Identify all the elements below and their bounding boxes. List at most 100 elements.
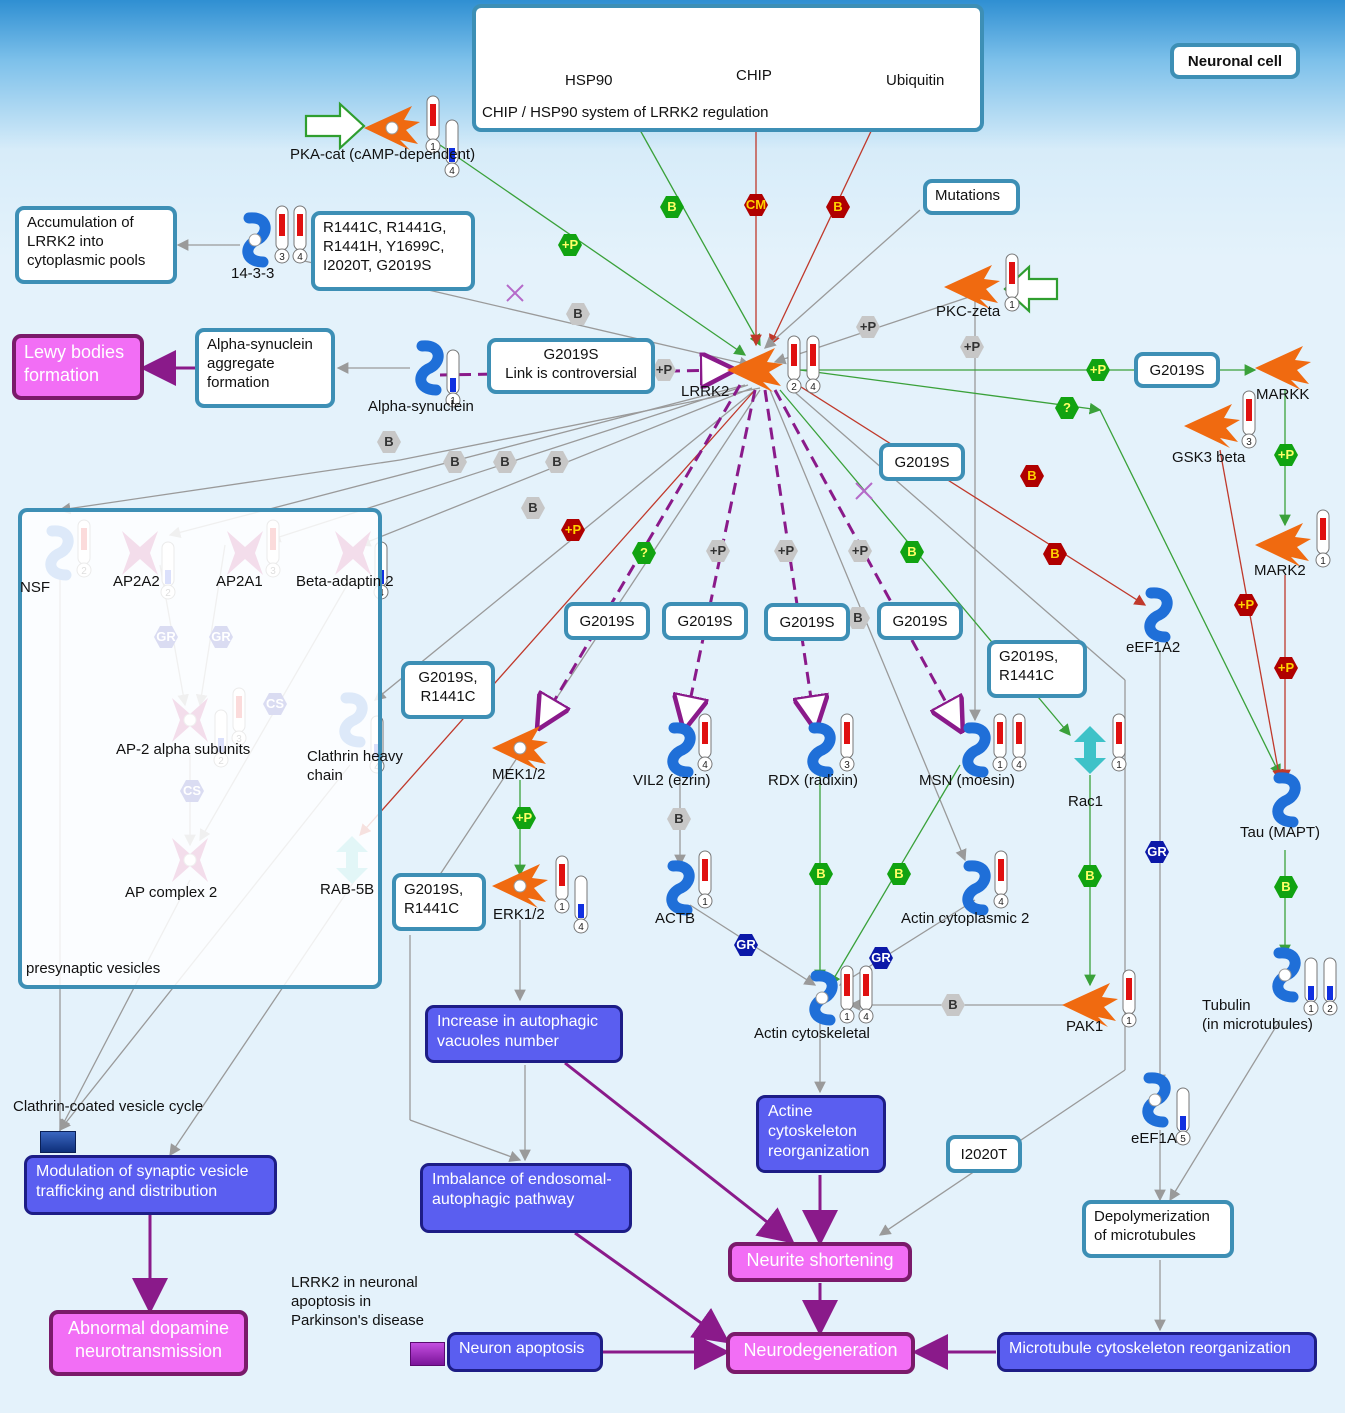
edge-label-hex-4[interactable]: +P — [558, 234, 582, 256]
edge-label-hex-36[interactable]: B — [887, 863, 911, 885]
g2019s-r1441c-rab-box[interactable]: G2019S, R1441C — [401, 661, 495, 719]
edge-label-hex-19[interactable]: ? — [632, 542, 656, 564]
g2019s-mek-box[interactable]: G2019S — [564, 602, 650, 640]
actin-skel-label[interactable]: Actin cytoskeletal — [754, 1025, 870, 1042]
chip-hsp90-group[interactable] — [472, 4, 984, 132]
ap2-alpha-label[interactable]: AP-2 alpha subunits — [116, 741, 251, 758]
ap2a1-label[interactable]: AP2A1 — [216, 573, 263, 590]
synaptic-trafficking-process[interactable]: Modulation of synaptic vesicle trafficki… — [24, 1155, 277, 1215]
accumulation-box[interactable]: Accumulation of LRRK2 into cytoplasmic p… — [15, 206, 177, 284]
edge-label-hex-15[interactable]: B — [521, 497, 545, 519]
actin-cyto2-icon[interactable] — [962, 860, 991, 916]
tau-q-arrow-link[interactable] — [1099, 409, 1281, 777]
msn-label[interactable]: MSN (moesin) — [919, 772, 1015, 789]
eef1a-icon[interactable] — [1142, 1072, 1171, 1128]
edge-label-hex-38[interactable]: GR — [1145, 841, 1169, 863]
controversial-box[interactable]: G2019S Link is controversial — [487, 338, 655, 394]
edge-label-hex-28[interactable]: B — [1274, 876, 1298, 898]
eef1a2-icon[interactable] — [1144, 587, 1173, 643]
edge-label-hex-41[interactable]: B — [941, 994, 965, 1016]
g2019s-vil-box[interactable]: G2019S — [662, 602, 748, 640]
edge-label-hex-22[interactable]: +P — [848, 540, 872, 562]
rdx-label[interactable]: RDX (radixin) — [768, 772, 859, 789]
mutations-lrrk2-link[interactable] — [764, 209, 921, 349]
mutation-list-box[interactable]: R1441C, R1441G, R1441H, Y1699C, I2020T, … — [311, 211, 475, 291]
mek-label[interactable]: MEK1/2 — [492, 766, 546, 783]
edge-label-hex-40[interactable]: GR — [869, 947, 893, 969]
erk-label[interactable]: ERK1/2 — [493, 906, 545, 923]
apoptosis-map-icon[interactable] — [410, 1342, 445, 1366]
pka-label[interactable]: PKA-cat (cAMP-dependent) — [290, 146, 476, 163]
alpha-synuclein-aggregate-box[interactable]: Alpha-synuclein aggregate formation — [195, 328, 335, 408]
msn-icon[interactable] — [962, 722, 991, 778]
lrrk2-clathrin-link[interactable] — [373, 389, 756, 701]
edge-label-hex-17[interactable]: B — [1020, 465, 1044, 487]
pkc-zeta-icon[interactable] — [944, 265, 1000, 309]
hsp90-label[interactable]: HSP90 — [565, 72, 613, 89]
edge-label-hex-21[interactable]: +P — [774, 540, 798, 562]
neurodegeneration-outcome[interactable]: Neurodegeneration — [726, 1332, 915, 1374]
edge-label-hex-39[interactable]: GR — [734, 934, 758, 956]
edge-label-hex-5[interactable]: B — [566, 303, 590, 325]
g2019s-eef-box[interactable]: G2019S — [879, 443, 965, 481]
eef1a2-label[interactable]: eEF1A2 — [1126, 639, 1181, 656]
gsk3-beta-icon[interactable] — [1184, 404, 1240, 448]
tau-icon[interactable] — [1272, 772, 1301, 828]
actin-cyto2-label[interactable]: Actin cytoplasmic 2 — [901, 910, 1030, 927]
autophagic-neurite-link[interactable] — [564, 1061, 795, 1244]
neuron-apoptosis-process[interactable]: Neuron apoptosis — [447, 1332, 603, 1372]
edge-label-hex-18[interactable]: B — [1043, 543, 1067, 565]
actb-icon[interactable] — [666, 860, 695, 916]
markk-label[interactable]: MARKK — [1256, 386, 1310, 403]
14-3-3-label[interactable]: 14-3-3 — [231, 265, 275, 282]
mek-icon[interactable] — [492, 726, 548, 770]
lrrk2-icon[interactable] — [727, 348, 783, 392]
rac1-label[interactable]: Rac1 — [1068, 793, 1104, 810]
mark2-icon[interactable] — [1255, 523, 1311, 567]
edge-label-hex-9[interactable]: +P — [1086, 359, 1110, 381]
gsk3-beta-label[interactable]: GSK3 beta — [1172, 449, 1246, 466]
g2019s-rdx-box[interactable]: G2019S — [764, 603, 850, 641]
markk-icon[interactable] — [1255, 346, 1311, 390]
chip-label[interactable]: CHIP — [736, 67, 772, 84]
edge-label-hex-2[interactable]: CM — [744, 194, 768, 216]
edge-label-hex-7[interactable]: +P — [960, 336, 984, 358]
pka-icon[interactable] — [364, 106, 420, 150]
edge-label-hex-25[interactable]: +P — [1274, 444, 1298, 466]
g2019s-r1441c-rac-box[interactable]: G2019S, R1441C — [987, 640, 1087, 698]
vesicle-cycle-map-icon[interactable] — [40, 1131, 76, 1153]
lrrk2-compartment-b2[interactable] — [58, 459, 401, 515]
edge-label-hex-13[interactable]: B — [493, 451, 517, 473]
nsf-label[interactable]: NSF — [20, 579, 50, 596]
edge-label-hex-27[interactable]: +P — [1274, 657, 1298, 679]
tubulin-depol-link[interactable] — [1169, 1019, 1281, 1202]
rdx-icon[interactable] — [807, 722, 836, 778]
alpha-synuclein-label[interactable]: Alpha-synuclein — [368, 398, 474, 415]
edge-label-hex-14[interactable]: B — [545, 451, 569, 473]
pka-lrrk2-link[interactable] — [439, 144, 747, 356]
edge-label-hex-3[interactable]: B — [826, 196, 850, 218]
g2019s-r1441c-imbalance-box[interactable]: G2019S, R1441C — [392, 873, 486, 931]
mark2-label[interactable]: MARK2 — [1254, 562, 1306, 579]
lrrk2-i2020t-link[interactable] — [789, 387, 1126, 681]
beta-adaptin-label[interactable]: Beta-adaptin 2 — [296, 573, 394, 590]
g2019s-markk-box[interactable]: G2019S — [1134, 352, 1220, 388]
tubulin-icon[interactable] — [1272, 947, 1301, 1003]
clathrin-label[interactable]: Clathrin heavy chain — [307, 748, 403, 784]
alpha-synuclein-icon[interactable] — [415, 340, 444, 396]
lrrk2-eef1a2-link[interactable] — [789, 379, 1147, 606]
lrrk2-actin2-link[interactable] — [769, 389, 967, 862]
tau-label[interactable]: Tau (MAPT) — [1240, 824, 1321, 841]
pak1-icon[interactable] — [1062, 983, 1118, 1027]
hsp90-lrrk2-link[interactable] — [639, 129, 761, 347]
microtubule-reorganization-process[interactable]: Microtubule cytoskeleton reorganization — [997, 1332, 1317, 1372]
lrrk2-rab5b-link[interactable] — [359, 389, 756, 836]
depolymerization-box[interactable]: Depolymerization of microtubules — [1082, 1200, 1234, 1258]
edge-label-hex-12[interactable]: B — [443, 451, 467, 473]
endosomal-imbalance-process[interactable]: Imbalance of endosomal- autophagic pathw… — [420, 1163, 632, 1233]
actine-reorganization-process[interactable]: Actine cytoskeleton reorganization — [756, 1095, 886, 1173]
vil2-label[interactable]: VIL2 (ezrin) — [633, 772, 711, 789]
edge-label-hex-37[interactable]: B — [1078, 865, 1102, 887]
vil2-icon[interactable] — [667, 722, 696, 778]
lewy-bodies-outcome[interactable]: Lewy bodies formation — [12, 334, 144, 400]
